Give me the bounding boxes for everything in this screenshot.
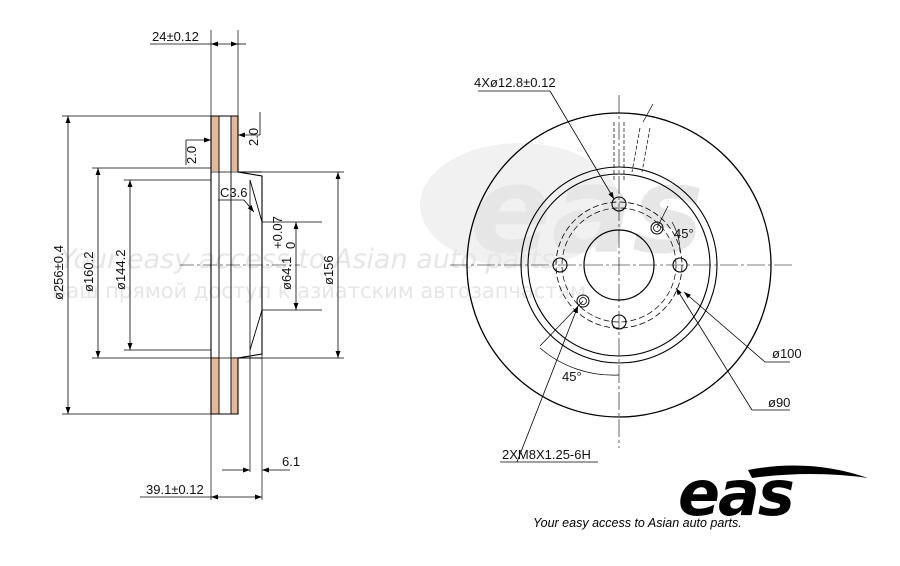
thread-hole-lower (576, 294, 590, 308)
dim-hat-offset: 6.1 (282, 454, 300, 469)
dim-thickness: 24±0.12 (152, 29, 199, 44)
hub-circle (561, 207, 677, 323)
front-view (450, 90, 795, 463)
dim-hat-diameter: ø156 (321, 255, 336, 285)
dim-stud-holes: 4Xø12.8±0.12 (474, 75, 556, 90)
dim-chamfer: C3.6 (220, 185, 247, 200)
dim-min-thickness-right: 2.0 (246, 128, 261, 146)
hat-inner-ring (527, 173, 711, 357)
watermark: eas Your easy access to Asian auto parts… (52, 142, 704, 303)
dim-inner-diameter-1: ø160.2 (81, 252, 96, 292)
pcd-circle (555, 201, 683, 329)
hat-outer-ring (520, 166, 718, 364)
brand-tagline: Your easy access to Asian auto parts. (533, 516, 742, 530)
section-hatch (211, 116, 238, 414)
dim-outer-diameter: ø256±0.4 (51, 245, 66, 300)
brand: eas Your easy access to Asian auto parts… (533, 457, 868, 530)
disc-outer-edge (466, 112, 772, 418)
center-bore (583, 229, 655, 301)
dim-total-height: 39.1±0.12 (146, 482, 204, 497)
dim-pcd: ø100 (772, 346, 802, 361)
dim-hub-diameter: ø90 (768, 395, 790, 410)
side-view (62, 30, 344, 500)
watermark-logo: eas (470, 142, 704, 281)
dim-angle-top: 45° (674, 226, 694, 241)
dim-center-bore: ø64.1 (279, 257, 294, 290)
thread-hole-upper (650, 221, 664, 235)
dim-threads: 2XM8X1.25-6H (502, 447, 591, 462)
stud-hole-left (552, 257, 568, 273)
side-view-labels: 24±0.12 39.1±0.12 6.1 C3.6 2.0 2.0 ø256±… (51, 29, 336, 497)
stud-hole-top (611, 196, 627, 212)
dim-inner-diameter-2: ø144.2 (113, 250, 128, 290)
front-view-labels: 4Xø12.8±0.12 45° 45° ø100 ø90 2XM8X1.25-… (474, 75, 802, 462)
stud-hole-bottom (611, 314, 627, 330)
watermark-tagline-ru: Ваш прямой доступ к азиатским автозапчас… (52, 279, 593, 303)
dim-center-bore-tol-lower: 0 (283, 242, 298, 249)
dim-center-bore-tol-upper: +0.07 (270, 216, 285, 249)
dim-min-thickness-left: 2.0 (184, 146, 199, 164)
brand-swoosh (748, 465, 868, 478)
stud-hole-right (672, 257, 688, 273)
watermark-tagline-en: Your easy access to Asian auto parts. (60, 244, 564, 275)
dim-angle-bottom: 45° (562, 369, 582, 384)
